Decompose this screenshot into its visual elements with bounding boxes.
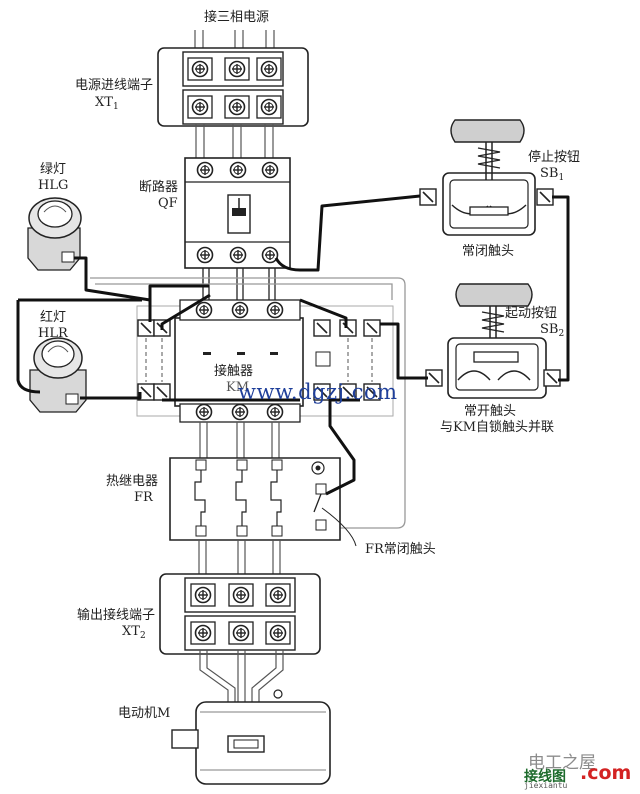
motor-m [171,689,331,785]
xt2-code: XT [122,624,140,639]
stop-code-sub: 1 [558,173,565,183]
green-lamp-hlg [27,197,82,271]
stop-code-label: SB1 [540,166,564,186]
relay-name-label: 热继电器 [106,474,159,489]
start-button-sb2 [425,283,561,399]
contactor-km [137,299,381,423]
breaker-code-label: QF [158,196,178,211]
green-lamp-code-label: HLG [38,178,69,193]
start-code: SB [540,322,559,337]
terminal-block-xt2 [159,573,321,655]
supply-label: 接三相电源 [204,10,270,25]
breaker-qf [184,157,291,269]
contactor-code-label: KM [226,380,250,395]
no-contact-note-label: 与KM自锁触头并联 [440,420,555,435]
fr-contact-label: FR常闭触头 [365,542,436,557]
xt1-code-label: XT1 [95,95,119,115]
stop-button-sb1 [419,119,554,236]
xt1-screws [187,57,282,119]
breaker-name-label: 断路器 [139,180,179,195]
wires-fr-xt2 [198,540,281,578]
watermark-text: www.dgzj.com [238,380,398,404]
logo-dotcom: .com [580,762,632,784]
motor-label: 电动机M [118,706,171,721]
contactor-name-label: 接触器 [214,364,254,379]
nc-contact-label: 常闭触头 [462,244,515,259]
xt2-code-label: XT2 [122,624,146,644]
xt1-code-sub: 1 [112,102,119,112]
stop-code: SB [540,166,559,181]
xt2-name-label: 输出接线端子 [77,608,156,623]
red-lamp-code-label: HLR [38,326,68,341]
no-contact-label: 常开触头 [464,404,517,419]
control-wiring [16,194,570,496]
supply-lines [194,30,275,50]
green-lamp-name-label: 绿灯 [40,162,67,177]
relay-code-label: FR [134,490,153,505]
logo-cn: 接线图 [524,769,566,785]
thermal-relay-fr [169,457,357,547]
site-name: 电工之屋 [528,753,596,773]
start-name-label: 起动按钮 [505,306,558,321]
wires-xt1-qf [195,124,274,162]
logo-pinyin: jiexiantu [524,781,568,790]
stop-name-label: 停止按钮 [528,150,581,165]
start-code-label: SB2 [540,322,564,342]
start-code-sub: 2 [558,329,565,339]
red-lamp-hlr [29,337,87,413]
xt2-code-sub: 2 [139,631,146,641]
red-lamp-name-label: 红灯 [40,310,67,325]
xt1-name-label: 电源进线端子 [75,78,154,93]
terminal-block-xt1 [157,47,309,127]
wires-km-fr [199,422,280,462]
xt1-code: XT [95,95,113,110]
